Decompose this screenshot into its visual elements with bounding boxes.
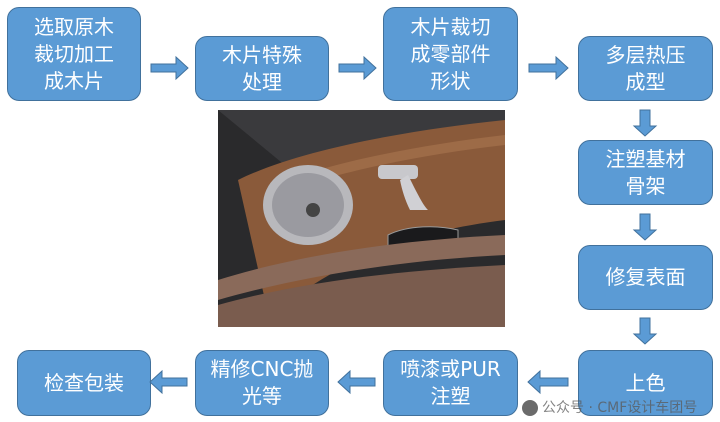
arrow-left-icon <box>149 369 188 395</box>
arrow-down-icon <box>632 317 658 345</box>
watermark: 公众号 · CMF设计车团号 <box>522 399 697 417</box>
arrow-left-icon <box>337 369 376 395</box>
step-1: 选取原木 裁切加工 成木片 <box>7 7 141 101</box>
step-7: 上色 <box>578 350 713 416</box>
step-4: 多层热压 成型 <box>578 36 713 101</box>
step-5: 注塑基材 骨架 <box>578 140 713 205</box>
arrow-down-icon <box>632 109 658 137</box>
arrow-left-icon <box>527 369 569 395</box>
step-8: 喷漆或PUR 注塑 <box>383 350 518 416</box>
step-6: 修复表面 <box>578 245 713 310</box>
wechat-icon <box>522 400 538 416</box>
arrow-right-icon <box>150 55 189 81</box>
car-door-photo <box>218 110 505 327</box>
step-10: 检查包装 <box>17 350 151 416</box>
watermark-text: 公众号 · CMF设计车团号 <box>542 400 698 416</box>
arrow-right-icon <box>338 55 377 81</box>
arrow-right-icon <box>528 55 569 81</box>
step-3: 木片裁切 成零部件 形状 <box>383 7 518 101</box>
step-2: 木片特殊 处理 <box>195 36 329 101</box>
step-9: 精修CNC抛 光等 <box>195 350 329 416</box>
arrow-down-icon <box>632 213 658 241</box>
